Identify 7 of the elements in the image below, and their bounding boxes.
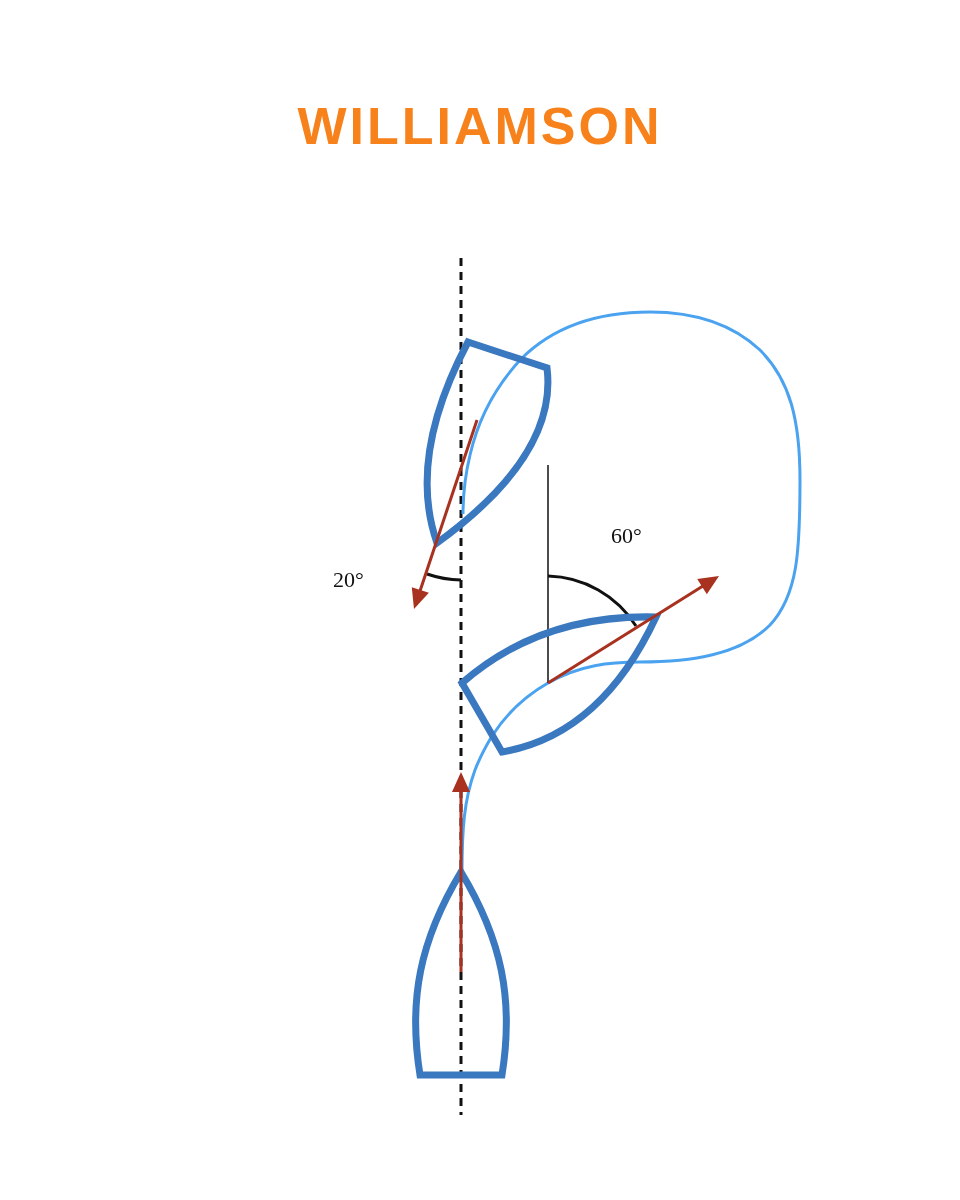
- turn-track-line: [460, 735, 494, 872]
- ship-hull-outline: [458, 613, 660, 756]
- ship-hull-outline: [423, 338, 552, 547]
- ship-hull-outline: [412, 868, 510, 1079]
- title: WILLIAMSON: [297, 96, 663, 157]
- angle-label: 60°: [611, 522, 642, 550]
- angle-label: 20°: [333, 566, 364, 594]
